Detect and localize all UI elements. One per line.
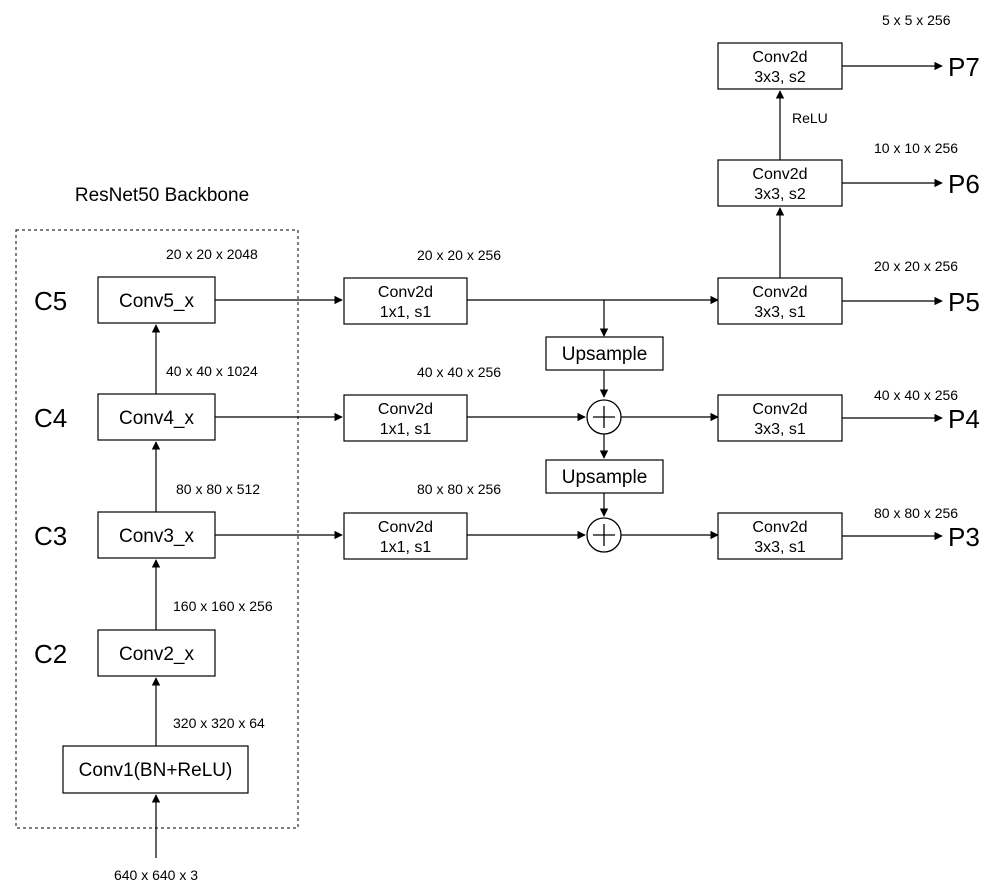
conv5-label: Conv5_x [119, 291, 194, 312]
stem-label: Conv1(BN+ReLU) [79, 760, 233, 781]
p3-conv-line1: Conv2d [752, 519, 807, 536]
level-c5: C5 [34, 286, 67, 316]
level-p5: P5 [948, 287, 980, 317]
conv5-box: Conv5_x [97, 276, 216, 324]
lateral-c4-dim: 40 x 40 x 256 [417, 364, 501, 380]
p5-conv-line1: Conv2d [752, 284, 807, 301]
p4-conv-line1: Conv2d [752, 401, 807, 418]
p4-conv-line2: 3x3, s1 [754, 421, 806, 438]
p7-conv-line2: 3x3, s2 [754, 69, 806, 86]
lateral-conv-c4: Conv2d 1x1, s1 [343, 394, 468, 442]
level-c2: C2 [34, 639, 67, 669]
relu-label: ReLU [792, 110, 828, 126]
conv3-label: Conv3_x [119, 526, 194, 547]
lateral-conv-c3: Conv2d 1x1, s1 [343, 512, 468, 560]
upsample-2-label: Upsample [562, 467, 648, 488]
lateral-c3-line1: Conv2d [378, 519, 433, 536]
conv3-box: Conv3_x [97, 511, 216, 559]
p3-dim: 80 x 80 x 256 [874, 505, 958, 521]
upsample-box-2: Upsample [545, 459, 664, 494]
p7-dim: 5 x 5 x 256 [882, 12, 951, 28]
add-node-p4 [586, 399, 622, 435]
output-conv-p7: Conv2d 3x3, s2 [717, 42, 843, 90]
output-conv-p4: Conv2d 3x3, s1 [717, 394, 843, 442]
conv4-box: Conv4_x [97, 393, 216, 441]
level-p7: P7 [948, 52, 980, 82]
level-c4: C4 [34, 403, 67, 433]
lateral-c3-dim: 80 x 80 x 256 [417, 481, 501, 497]
conv4-label: Conv4_x [119, 408, 194, 429]
lateral-conv-c5: Conv2d 1x1, s1 [343, 277, 468, 325]
conv4-out-dim: 40 x 40 x 1024 [166, 363, 258, 379]
lateral-c4-line2: 1x1, s1 [380, 421, 432, 438]
input-dim: 640 x 640 x 3 [114, 867, 198, 883]
upsample-box-1: Upsample [545, 336, 664, 371]
p4-dim: 40 x 40 x 256 [874, 387, 958, 403]
conv2-out-dim: 160 x 160 x 256 [173, 598, 273, 614]
p7-conv-line1: Conv2d [752, 49, 807, 66]
conv2-box: Conv2_x [97, 629, 216, 677]
upsample-1-label: Upsample [562, 344, 648, 365]
backbone-container [15, 229, 299, 829]
lateral-c4-line1: Conv2d [378, 401, 433, 418]
backbone-title: ResNet50 Backbone [75, 185, 249, 206]
stem-out-dim: 320 x 320 x 64 [173, 715, 265, 731]
lateral-c5-dim: 20 x 20 x 256 [417, 247, 501, 263]
lateral-c3-line2: 1x1, s1 [380, 539, 432, 556]
conv5-out-dim: 20 x 20 x 2048 [166, 246, 258, 262]
p6-conv-line2: 3x3, s2 [754, 186, 806, 203]
p6-dim: 10 x 10 x 256 [874, 140, 958, 156]
p6-conv-line1: Conv2d [752, 166, 807, 183]
conv3-out-dim: 80 x 80 x 512 [176, 481, 260, 497]
output-conv-p3: Conv2d 3x3, s1 [717, 512, 843, 560]
p5-dim: 20 x 20 x 256 [874, 258, 958, 274]
p5-conv-line2: 3x3, s1 [754, 304, 806, 321]
lateral-c5-line1: Conv2d [378, 284, 433, 301]
level-c3: C3 [34, 521, 67, 551]
output-conv-p6: Conv2d 3x3, s2 [717, 159, 843, 207]
level-p3: P3 [948, 522, 980, 552]
level-p6: P6 [948, 169, 980, 199]
stem-box: Conv1(BN+ReLU) [62, 745, 249, 794]
p3-conv-line2: 3x3, s1 [754, 539, 806, 556]
lateral-c5-line2: 1x1, s1 [380, 304, 432, 321]
output-conv-p5: Conv2d 3x3, s1 [717, 277, 843, 325]
level-p4: P4 [948, 404, 980, 434]
add-node-p3 [586, 517, 622, 553]
conv2-label: Conv2_x [119, 644, 194, 665]
